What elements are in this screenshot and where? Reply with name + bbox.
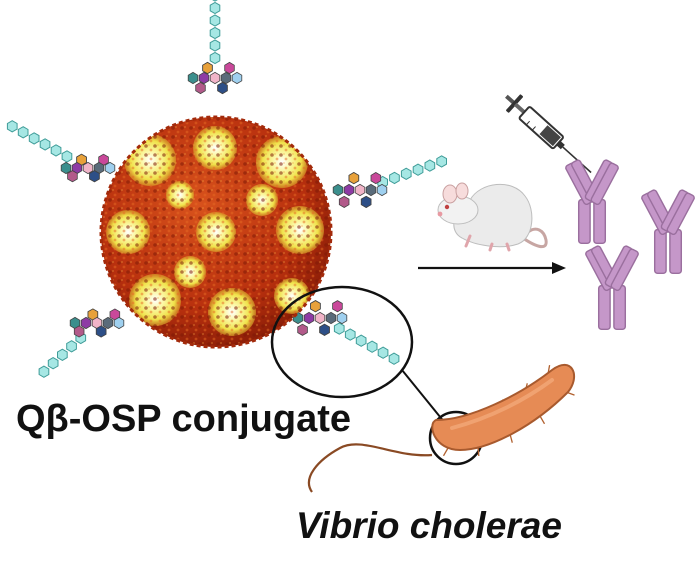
arrow [418, 262, 566, 274]
antibody-icon [641, 189, 695, 275]
glycan-chain [187, 0, 243, 95]
zoom-connector-line [401, 369, 446, 424]
conjugate-label: Qβ-OSP conjugate [16, 398, 351, 440]
glycan-chain [38, 308, 125, 378]
virus-like-particle-icon [99, 115, 333, 349]
zoom-circle-particle [270, 285, 414, 399]
glycan-chain [332, 155, 447, 208]
glycan-chain [6, 120, 116, 183]
antibody-icon [565, 159, 619, 245]
organism-label: Vibrio cholerae [296, 505, 562, 546]
syringe-icon [505, 94, 592, 174]
glycan-chain [292, 300, 400, 365]
mouse-icon [437, 182, 548, 252]
glycan-chains [6, 0, 447, 378]
antibody-icon [585, 245, 639, 331]
bacterium-icon [307, 363, 576, 493]
